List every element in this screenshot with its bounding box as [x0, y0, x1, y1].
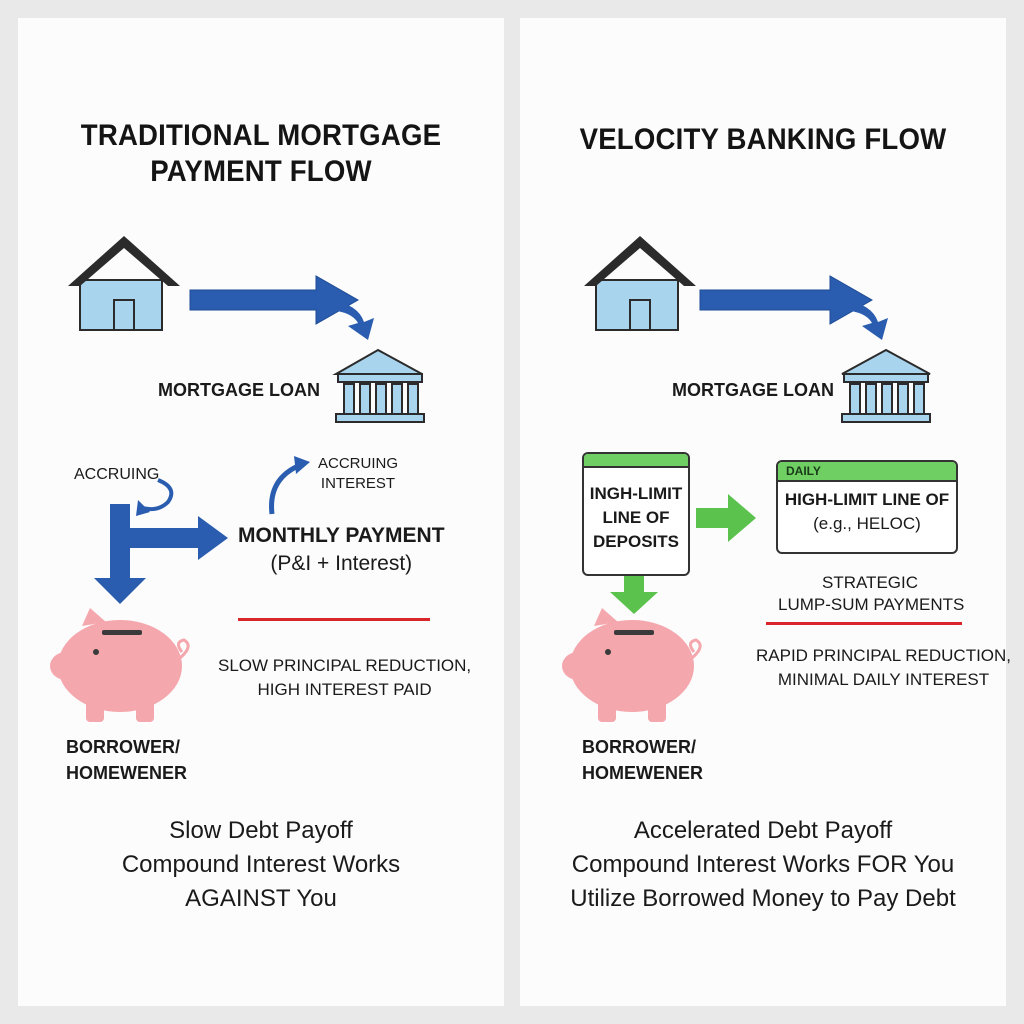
piggy-bank-icon [562, 608, 702, 722]
traditional-borrower-label: BORROWER/ HOMEWENER [66, 734, 187, 786]
heloc-card-text: HIGH-LIMIT LINE OF (e.g., HELOC) [778, 482, 956, 536]
traditional-result-label: SLOW PRINCIPAL REDUCTION, HIGH INTEREST … [218, 654, 471, 702]
traditional-result-line2: HIGH INTEREST PAID [257, 680, 432, 699]
heloc-card-line2: (e.g., HELOC) [813, 514, 921, 533]
strategic-line2: LUMP-SUM PAYMENTS [778, 595, 965, 614]
monthly-payment-line2: (P&I + Interest) [270, 552, 413, 575]
traditional-accruing-interest-label: ACCRUING INTEREST [318, 454, 398, 494]
velocity-panel: VELOCITY BANKING FLOW [520, 18, 1011, 1006]
deposits-card-header [584, 454, 688, 468]
velocity-mortgage-loan-label: MORTGAGE LOAN [672, 380, 834, 400]
velocity-result-line2: MINIMAL DAILY INTEREST [777, 670, 990, 689]
accruing-interest-line1: ACCRUING [318, 455, 399, 472]
accruing-curve-arrowhead-icon [136, 500, 150, 516]
traditional-footer-line1: Slow Debt Payoff [169, 817, 353, 844]
traditional-borrower-line1: BORROWER/ [66, 737, 180, 757]
split-flow-arrow-icon [94, 504, 228, 604]
deposits-card-line2: LINE OF [602, 508, 670, 527]
payment-arrow-icon [189, 275, 374, 340]
velocity-divider [766, 622, 962, 625]
house-icon [584, 236, 696, 331]
accruing-interest-curve-arrow-icon [269, 463, 300, 515]
velocity-borrower-label: BORROWER/ HOMEWENER [582, 734, 703, 786]
traditional-title-line1: TRADITIONAL MORTGAGE [80, 119, 442, 152]
traditional-borrower-line2: HOMEWENER [66, 763, 187, 783]
heloc-card-header: DAILY [778, 462, 956, 482]
velocity-footer: Accelerated Debt Payoff Compound Interes… [520, 814, 1006, 916]
accruing-curve-arrow-icon [141, 478, 174, 512]
traditional-panel: TRADITIONAL MORTGAGE PAYMENT FLOW [18, 18, 504, 1006]
strategic-line1: STRATEGIC [821, 573, 919, 592]
deposits-card-text: INGH-LIMIT LINE OF DEPOSITS [584, 468, 688, 554]
velocity-footer-line2: Compound Interest Works FOR You [571, 851, 955, 878]
traditional-footer: Slow Debt Payoff Compound Interest Works… [18, 814, 504, 916]
traditional-result-line1: SLOW PRINCIPAL REDUCTION, [218, 656, 472, 675]
velocity-borrower-line2: HOMEWENER [582, 763, 703, 783]
traditional-mortgage-loan-label: MORTGAGE LOAN [158, 380, 320, 400]
velocity-diagram-graphics [562, 236, 931, 722]
bank-icon [841, 348, 931, 423]
velocity-title: VELOCITY BANKING FLOW [579, 123, 947, 156]
velocity-footer-line3: Utilize Borrowed Money to Pay Debt [570, 885, 956, 912]
traditional-accruing-label: ACCRUING [74, 466, 160, 483]
piggy-bank-icon [50, 608, 190, 722]
traditional-footer-line3: AGAINST You [185, 885, 337, 912]
velocity-borrower-line1: BORROWER/ [582, 737, 696, 757]
green-right-arrow-icon [696, 494, 756, 542]
heloc-card-line1: HIGH-LIMIT LINE OF [784, 490, 950, 509]
traditional-title: TRADITIONAL MORTGAGE PAYMENT FLOW [37, 118, 484, 190]
traditional-title-line2: PAYMENT FLOW [150, 155, 372, 188]
accruing-interest-line2: INTEREST [320, 475, 396, 492]
velocity-result-line1: RAPID PRINCIPAL REDUCTION, [756, 646, 1012, 665]
green-down-arrow-icon [610, 574, 658, 614]
monthly-payment-line1: MONTHLY PAYMENT [238, 524, 445, 547]
traditional-footer-line2: Compound Interest Works [121, 851, 401, 878]
payment-arrow-icon [699, 275, 888, 340]
velocity-result-label: RAPID PRINCIPAL REDUCTION, MINIMAL DAILY… [756, 644, 1011, 692]
bank-icon [332, 348, 425, 423]
deposits-card: INGH-LIMIT LINE OF DEPOSITS [582, 452, 690, 576]
strategic-payments-label: STRATEGIC LUMP-SUM PAYMENTS [778, 572, 965, 616]
monthly-payment-label: MONTHLY PAYMENT (P&I + Interest) [238, 522, 445, 578]
deposits-card-line1: INGH-LIMIT [589, 484, 683, 503]
deposits-card-line3: DEPOSITS [593, 532, 679, 551]
traditional-diagram-graphics [50, 236, 425, 722]
heloc-card: DAILY HIGH-LIMIT LINE OF (e.g., HELOC) [776, 460, 958, 554]
traditional-divider [238, 618, 430, 621]
house-icon [68, 236, 180, 331]
accruing-interest-arrowhead-icon [294, 456, 310, 474]
velocity-footer-line1: Accelerated Debt Payoff [633, 817, 893, 844]
